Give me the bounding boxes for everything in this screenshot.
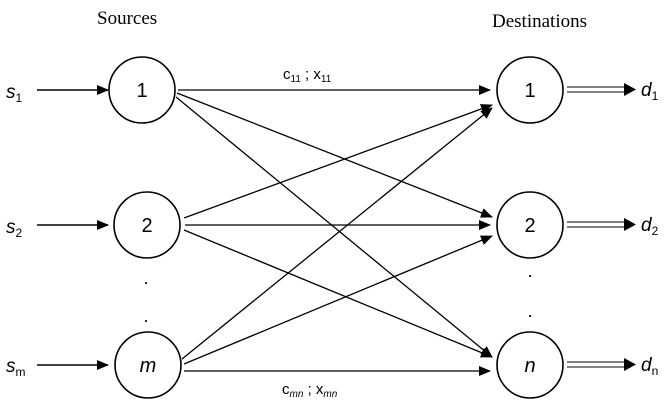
- source-node-2: [113, 191, 181, 259]
- source-node-m-label: m: [140, 355, 157, 377]
- edge-sm-d1: [181, 107, 493, 360]
- destination-node-1-label: 1: [524, 80, 535, 102]
- supply-sub-2: 2: [16, 226, 23, 240]
- edge-label-bottom-c-sub: mn: [290, 389, 304, 400]
- edge-sm-d2: [183, 235, 493, 365]
- destination-node-2: [496, 191, 564, 259]
- source-nodes: 1 2 m: [108, 56, 182, 399]
- supply-label-m: sm: [6, 356, 26, 379]
- demand-sub-1: 1: [652, 89, 659, 103]
- source-node-1: [108, 56, 176, 124]
- edges: [175, 85, 493, 376]
- demand-symbol-1: d: [641, 80, 653, 101]
- source-node-m: [114, 331, 182, 399]
- edge-s2-dn: [183, 229, 493, 358]
- supply-symbol-2: s: [6, 217, 16, 238]
- destination-node-n: [496, 331, 564, 399]
- destinations-heading: Destinations: [492, 11, 587, 32]
- demand-sub-2: 2: [652, 224, 659, 238]
- sources-heading: Sources: [97, 8, 157, 29]
- supply-sub-m: m: [16, 365, 26, 379]
- edge-label-top: c11 ; x11: [283, 66, 332, 85]
- edge-s1-d2: [176, 92, 493, 218]
- supply-sub-1: 1: [16, 91, 23, 105]
- supply-arrows: [37, 85, 109, 370]
- edge-s1-dn: [175, 96, 493, 358]
- destination-ellipsis-dot-1: .: [527, 261, 532, 281]
- source-node-1-label: 1: [136, 80, 147, 102]
- destination-node-2-label: 2: [524, 215, 535, 237]
- destination-node-1: [496, 56, 564, 124]
- demand-arrowhead-n: [624, 358, 636, 371]
- destination-node-n-label: n: [524, 355, 535, 377]
- demand-label-n: dn: [641, 355, 658, 378]
- demand-symbol-2: d: [641, 215, 653, 236]
- ellipsis-dots: . . . .: [143, 261, 532, 326]
- edge-label-top-c: c: [283, 66, 291, 83]
- demand-arrowhead-2: [624, 218, 636, 231]
- edge-label-bottom-x-sub: mn: [323, 389, 337, 400]
- edge-label-top-x: x: [313, 66, 321, 83]
- demand-label-2: d2: [641, 215, 659, 238]
- demand-sub-n: n: [652, 364, 659, 378]
- edge-s2-d1: [183, 104, 493, 219]
- edge-label-bottom-x: x: [316, 381, 324, 398]
- edge-label-top-x-sub: 11: [321, 74, 332, 85]
- supply-label-1: s1: [6, 82, 23, 105]
- destination-nodes: 1 2 n: [496, 56, 564, 399]
- supply-label-2: s2: [6, 217, 23, 240]
- edge-label-bottom: cmn ; xmn: [282, 381, 338, 400]
- edge-label-top-c-sub: 11: [291, 74, 302, 85]
- edge-label-bottom-c: c: [282, 381, 290, 398]
- supply-symbol-1: s: [6, 82, 16, 103]
- demand-symbol-n: d: [641, 355, 653, 376]
- supply-symbol-m: s: [6, 356, 16, 377]
- demand-arrowhead-1: [624, 83, 636, 96]
- demand-arrows: [567, 83, 636, 371]
- edge-label-bottom-sep: ;: [303, 381, 316, 398]
- destination-ellipsis-dot-2: .: [527, 301, 532, 321]
- source-ellipsis-dot-2: .: [143, 306, 148, 326]
- demand-label-1: d1: [641, 80, 659, 103]
- edge-label-top-sep: ;: [301, 66, 314, 83]
- source-ellipsis-dot-1: .: [143, 268, 148, 288]
- source-node-2-label: 2: [141, 215, 152, 237]
